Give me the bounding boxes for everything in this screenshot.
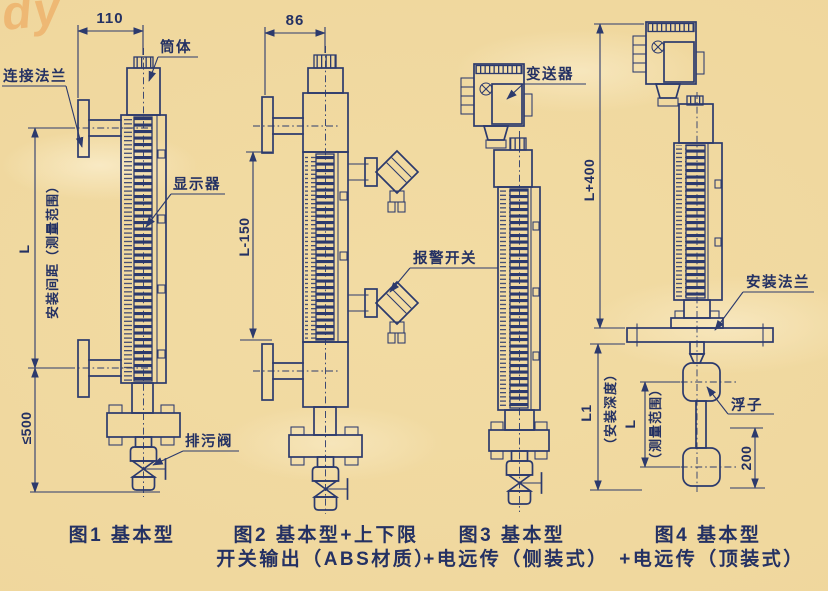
svg-text:筒体: 筒体: [160, 38, 192, 56]
fig4-caption-line1: 图4 基本型: [655, 523, 762, 546]
fig1-side-flanges: [77, 99, 122, 398]
fig4-dim-overall: L+400: [581, 23, 644, 329]
fig2-side-flanges: [261, 96, 304, 401]
figure1-basic-type: 110 L 安装间距（测量范围） ≤500 连接法兰 筒体: [2, 10, 239, 546]
dim-max500: ≤500: [18, 411, 34, 444]
fig3-label-transmitter: 变送器: [506, 65, 586, 100]
svg-text:变送器: 变送器: [526, 65, 574, 83]
fig4-dim-200: 200: [730, 427, 765, 489]
dim-L-150: L-150: [236, 217, 252, 256]
fig1-label-drain-valve: 排污阀: [152, 432, 239, 466]
fig2-caption-line2: 开关输出（ABS材质）: [216, 547, 436, 570]
fig3-caption-line2: +电远传（侧装式）: [423, 547, 609, 570]
fig1-label-connection-flange: 连接法兰: [2, 67, 84, 148]
fig4-dim-depth: L1 （安装深度）: [578, 343, 642, 491]
dim-L-range: L: [622, 419, 638, 428]
fig4-float-assembly: [682, 341, 721, 487]
dim-L400: L+400: [581, 159, 597, 202]
fig1-dim-range: L 安装间距（测量范围）: [16, 127, 72, 369]
dim-200: 200: [738, 446, 754, 471]
fig1-label-display: 显示器: [145, 176, 225, 228]
fig2-dim-L150: L-150: [236, 151, 272, 341]
fig2-dim-86: 86: [264, 12, 326, 95]
fig4-caption-line2: +电远传（顶装式）: [619, 547, 805, 570]
svg-text:显示器: 显示器: [173, 176, 221, 193]
fig3-bottom-flange: [488, 421, 550, 460]
dim-depth-label: （安装深度）: [603, 367, 618, 451]
fig3-tube: [493, 137, 541, 431]
dim-86: 86: [286, 12, 305, 29]
fig1-dim-500: ≤500: [18, 367, 160, 493]
fig1-tube: [120, 56, 167, 414]
figure3-side-mounted-transmitter: 变送器 图3 基本型 +电远传（侧装式）: [423, 63, 609, 570]
fig4-label-float: 浮子: [706, 386, 774, 415]
dim-L: L: [16, 244, 32, 253]
figure2-with-switches: 86 L-150 报警开关 图2 基本型+上下限 开关输出（ABS材质）: [216, 12, 498, 570]
dim-range-label: 安装间距（测量范围）: [45, 179, 60, 319]
svg-text:排污阀: 排污阀: [185, 432, 233, 450]
fig3-caption-line1: 图3 基本型: [459, 523, 566, 546]
fig2-tube: [302, 54, 349, 436]
fig1-caption: 图1 基本型: [69, 523, 176, 546]
fig2-caption-line1: 图2 基本型+上下限: [234, 523, 419, 546]
svg-text:报警开关: 报警开关: [413, 249, 477, 267]
dim-range-label: （测量范围）: [648, 382, 663, 466]
fig1-dim-110: 110: [77, 10, 144, 98]
svg-text:连接法兰: 连接法兰: [3, 67, 67, 85]
lower-float: [682, 447, 721, 487]
dim-L1: L1: [578, 404, 594, 421]
fig4-label-mounting-flange: 安装法兰: [714, 273, 814, 331]
fig4-dim-range: L （测量范围）: [622, 381, 680, 468]
dim-110: 110: [96, 10, 123, 27]
svg-text:浮子: 浮子: [731, 396, 763, 414]
fig4-tube: [670, 95, 724, 329]
fig1-label-cylinder: 筒体: [148, 38, 198, 82]
fig2-label-alarm-switch: 报警开关: [389, 249, 498, 293]
svg-text:安装法兰: 安装法兰: [746, 273, 810, 291]
figure4-top-mounted-transmitter: L+400 L1 （安装深度） L （测量范围） 200: [578, 21, 814, 570]
